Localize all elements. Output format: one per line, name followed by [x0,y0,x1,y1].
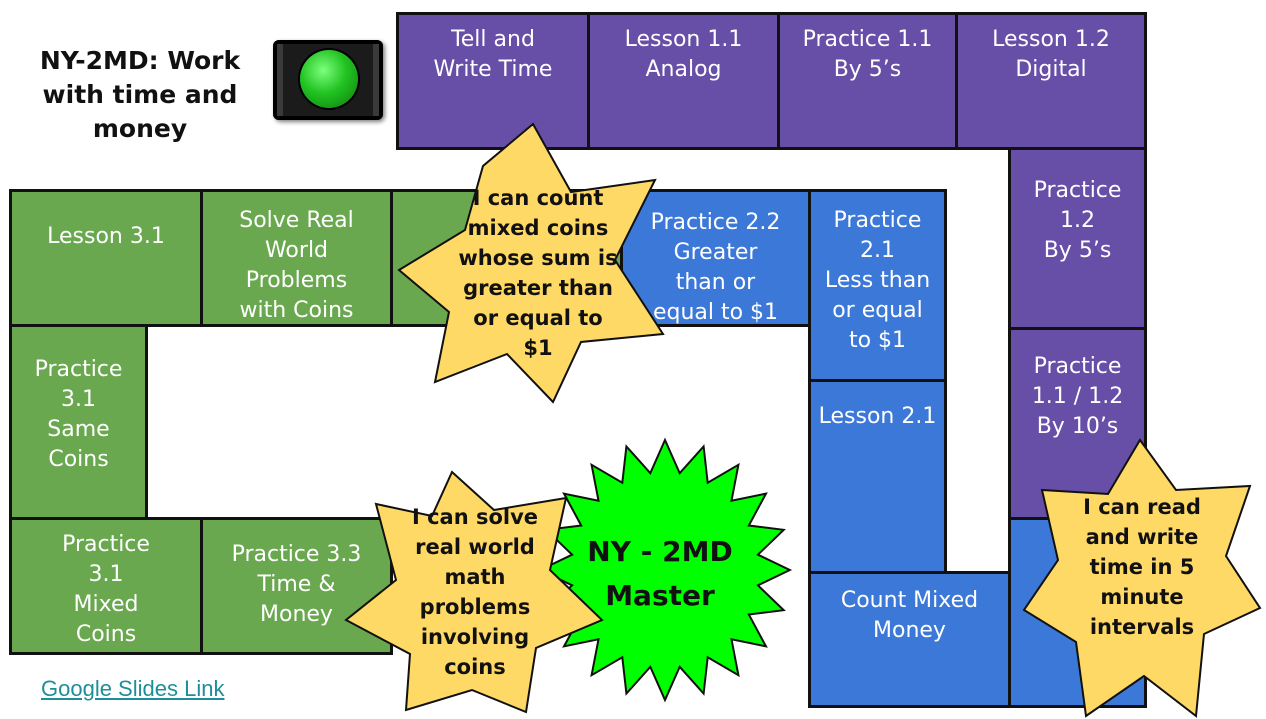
green-light-icon [273,40,383,120]
tile-label: Practice 3.3 Time & Money [231,542,362,627]
tile-label: Lesson 1.1 Analog [624,27,743,82]
tile-practice-3-1-mixed-coins[interactable]: Practice 3.1 Mixed Coins [9,517,203,655]
star-count-coins-icon [397,122,665,404]
tile-solve-real-world-problems[interactable]: Solve Real World Problems with Coins [200,189,393,327]
tile-lesson-1-2[interactable]: Lesson 1.2 Digital [955,12,1147,150]
tile-label: Practice 2.2 Greater than or equal to $1 [650,210,781,325]
star-read-write-time-text: I can read and write time in 5 minute in… [1083,495,1201,639]
tile-label: Tell and Write Time [433,27,553,82]
master-label: NY - 2MD Master [587,535,733,612]
tile-label: Lesson 3.1 [47,224,165,249]
tile-practice-1-2[interactable]: Practice 1.2 By 5’s [1008,147,1147,330]
tile-practice-2-2[interactable]: Practice 2.2 Greater than or equal to $1 [620,189,811,327]
star-solve-real-world-text: I can solve real world math problems inv… [411,505,539,679]
tile-lesson-2-1[interactable]: Lesson 2.1 [808,379,947,574]
tile-practice-3-1-same-coins[interactable]: Practice 3.1 Same Coins [9,324,148,520]
google-slides-link[interactable]: Google Slides Link [41,676,225,701]
master-burst-icon [537,437,793,703]
tile-label: Solve Real World Problems with Coins [239,208,354,323]
tile-lesson-1-1[interactable]: Lesson 1.1 Analog [587,12,780,150]
tile-count-mixed-money[interactable]: Count Mixed Money [808,571,1011,708]
tile-label: Lesson 2.1 [818,404,937,429]
tile-label: Practice 3.1 Same Coins [34,357,123,472]
tile-label: Practice 3.1 Mixed Coins [62,532,150,647]
star-read-write-time-icon [1022,438,1262,718]
tile-practice-1-1[interactable]: Practice 1.1 By 5’s [777,12,958,150]
tile-label: Practice 1.1 By 5’s [802,27,933,82]
tile-practice-2-1[interactable]: Practice 2.1 Less than or equal to $1 [808,189,947,382]
tile-practice-3-3[interactable]: Practice 3.3 Time & Money [200,517,393,655]
star-count-coins-text: I can count mixed coins whose sum is gre… [458,186,618,360]
tile-label: Count Mixed Money [840,588,979,643]
tile-label: Practice 1.1 / 1.2 By 10’s [1031,354,1124,439]
tile-label: Practice 2.1 Less than or equal to $1 [824,208,931,353]
page-title: NY-2MD: Work with time and money [39,46,241,143]
tile-tell-and-write-time[interactable]: Tell and Write Time [396,12,590,150]
star-solve-real-world-icon [344,470,604,714]
tile-label: Practice 1.2 By 5’s [1033,178,1122,263]
tile-label: Lesson 1.2 Digital [992,27,1110,82]
tile-lesson-3-1[interactable]: Lesson 3.1 [9,189,203,327]
